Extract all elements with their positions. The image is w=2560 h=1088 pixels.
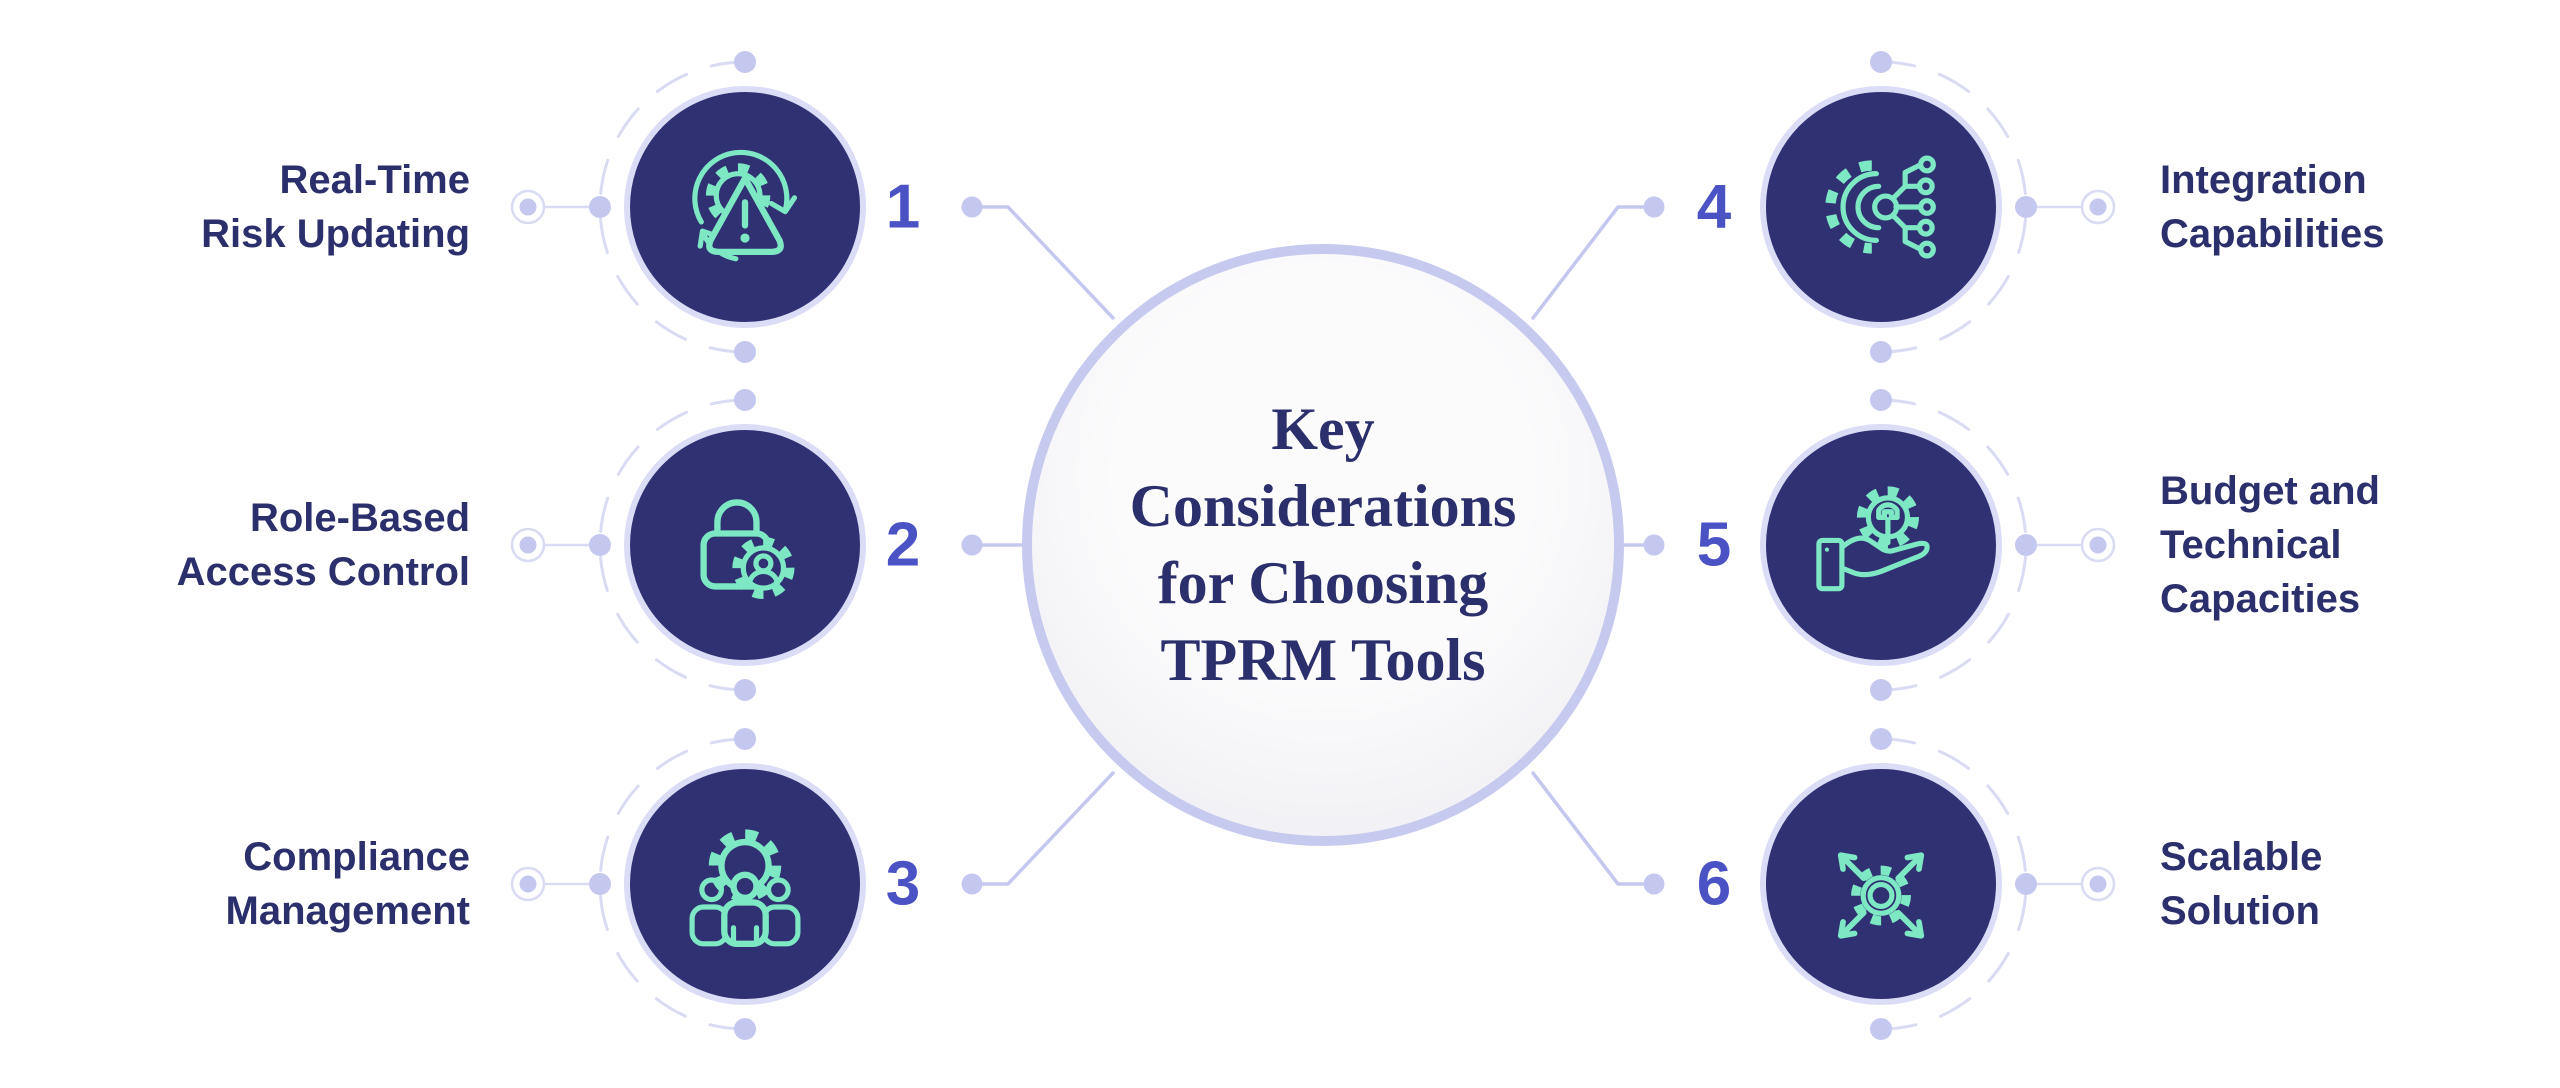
label-connector-left-2 <box>510 527 611 563</box>
label-connector-right-6 <box>2015 866 2116 902</box>
label-connector-right-5 <box>2015 527 2116 563</box>
label-line: Solution <box>2160 889 2320 933</box>
title-line: TPRM Tools <box>1160 627 1486 693</box>
item-number-1: 1 <box>885 172 921 242</box>
label-connector-left-1 <box>510 189 611 225</box>
label-line: Budget and <box>2160 469 2380 513</box>
dashed-orbit-left <box>598 60 747 1031</box>
title-line: for Choosing <box>1157 550 1489 616</box>
label-line: Risk Updating <box>201 212 470 256</box>
dashed-orbit-right <box>1879 60 2028 1031</box>
orbit-dots-left <box>734 51 756 1040</box>
label-line: Technical <box>2160 523 2342 567</box>
label-line: Real-Time <box>279 158 470 202</box>
item-number-2: 2 <box>885 510 921 580</box>
item-circle-3 <box>624 763 866 1005</box>
label-connector-left-3 <box>510 866 611 902</box>
risk-update-alert-icon <box>692 149 798 262</box>
label-line: Capacities <box>2160 577 2361 621</box>
expand-arrows-gear-icon <box>1837 852 1925 939</box>
item-label-6: Scalable Solution <box>2160 830 2322 938</box>
item-label-2: Role-Based Access Control <box>177 491 470 599</box>
item-number-5: 5 <box>1696 510 1732 580</box>
item-circle-1 <box>624 86 866 328</box>
center-circle: Key Considerations for Choosing TPRM Too… <box>1022 244 1624 846</box>
label-line: Role-Based <box>249 496 470 540</box>
center-connector-left-1 <box>961 196 1115 320</box>
center-connector-left-2 <box>961 534 1030 556</box>
center-connector-right-5 <box>1618 534 1665 556</box>
title-line: Key <box>1271 396 1375 462</box>
diagram-title: Key Considerations for Choosing TPRM Too… <box>1130 391 1517 699</box>
label-line: Scalable <box>2160 835 2323 879</box>
label-connector-right-4 <box>2015 189 2116 225</box>
label-line: Management <box>225 889 471 933</box>
item-circle-5 <box>1760 424 2002 666</box>
item-label-3: Compliance Management <box>226 830 471 938</box>
orbit-dots-right <box>1870 51 1892 1040</box>
hand-gear-wrench-icon <box>1816 486 1930 592</box>
item-number-6: 6 <box>1696 849 1732 919</box>
center-connector-right-6 <box>1531 771 1665 895</box>
team-gear-icon <box>689 829 801 947</box>
gear-circuit-icon <box>1825 155 1936 259</box>
item-label-1: Real-Time Risk Updating <box>201 153 470 261</box>
lock-user-gear-icon <box>700 499 795 600</box>
item-circle-6 <box>1760 763 2002 1005</box>
item-circle-4 <box>1760 86 2002 328</box>
label-line: Access Control <box>176 550 470 594</box>
center-connector-right-4 <box>1531 196 1665 320</box>
center-connector-left-3 <box>961 771 1115 895</box>
item-circle-2 <box>624 424 866 666</box>
label-line: Capabilities <box>2160 212 2385 256</box>
item-label-5: Budget and Technical Capacities <box>2160 464 2380 626</box>
label-line: Compliance <box>243 835 470 879</box>
item-label-4: Integration Capabilities <box>2160 153 2385 261</box>
item-number-4: 4 <box>1696 172 1732 242</box>
title-line: Considerations <box>1129 473 1517 539</box>
item-number-3: 3 <box>885 849 921 919</box>
label-line: Integration <box>2160 158 2367 202</box>
